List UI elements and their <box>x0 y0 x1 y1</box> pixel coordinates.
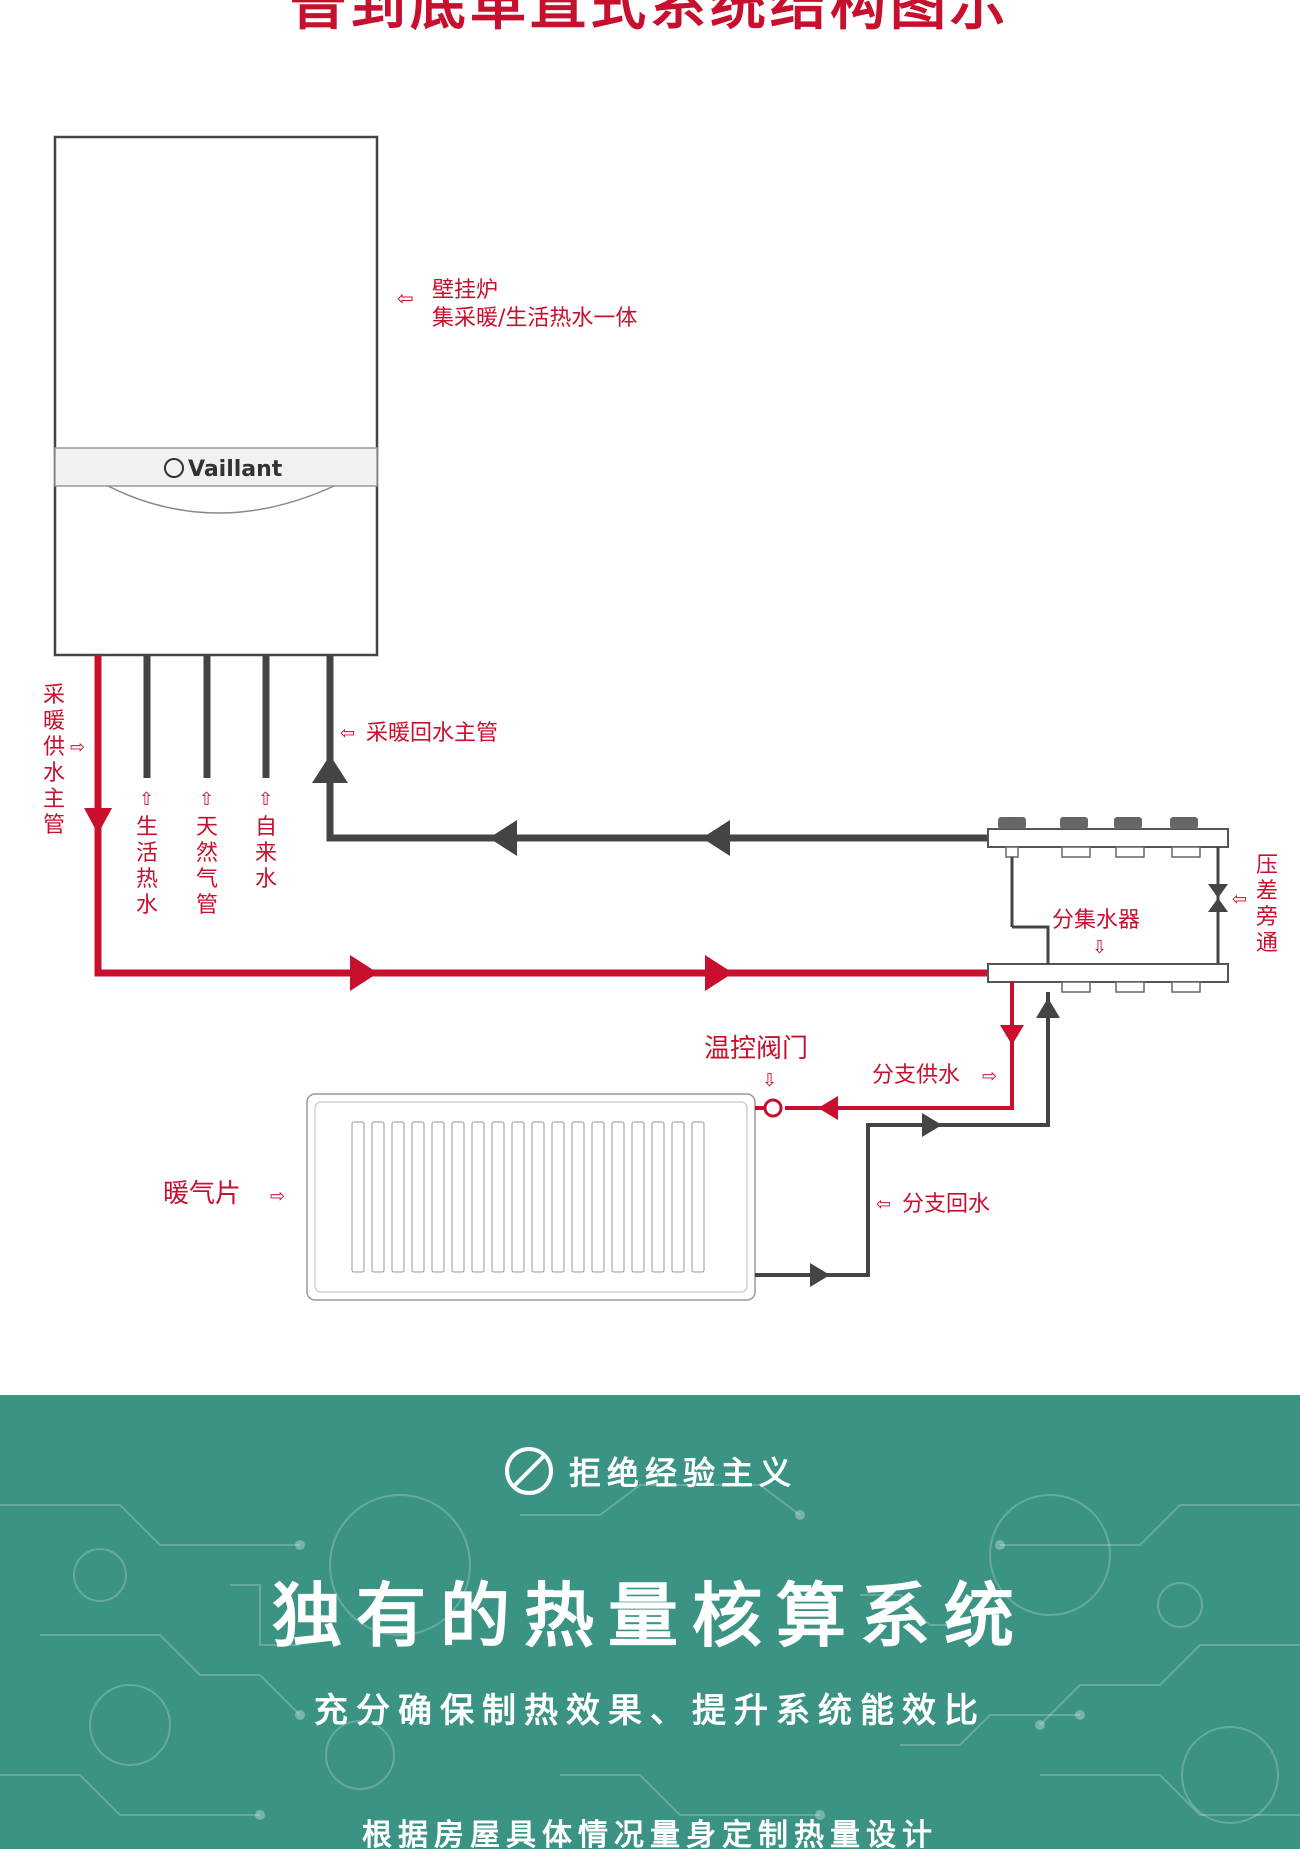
tagline-text: 拒绝经验主义 <box>568 1454 797 1492</box>
boiler-label-2: 集采暖/生活热水一体 <box>432 306 637 331</box>
branch-supply-pipe <box>785 982 1024 1120</box>
label-char: 热 <box>136 867 158 892</box>
bottomline: 根据房屋具体情况量身定制热量设计 <box>362 1818 938 1849</box>
flow-arrow-right-icon <box>705 955 733 991</box>
label-char: 来 <box>255 841 277 866</box>
arrow-left-icon: ⇦ <box>340 723 355 744</box>
arrow-right-icon: ⇨ <box>270 1186 285 1207</box>
label-char: 天 <box>196 815 218 840</box>
manifold-label: 分集水器 <box>1052 908 1140 933</box>
radiator-fin <box>491 1121 505 1273</box>
radiator-fin <box>591 1121 605 1273</box>
flow-arrow-up-icon <box>1036 998 1060 1018</box>
label-char: 气 <box>196 867 218 892</box>
label-char: 然 <box>196 841 218 866</box>
label-char: 水 <box>43 761 65 786</box>
arrow-right-icon: ⇨ <box>70 737 85 758</box>
radiator-fin <box>571 1121 585 1273</box>
manifold <box>987 817 1229 993</box>
flow-arrow-left-icon <box>702 820 730 856</box>
wall-boiler: Vaillant <box>53 135 379 657</box>
radiator-fin <box>451 1121 465 1273</box>
label-char: 管 <box>43 813 65 838</box>
label-char: 水 <box>136 893 158 918</box>
radiator-fin <box>651 1121 665 1273</box>
flow-arrow-down-icon <box>1000 1025 1024 1045</box>
label-char: 压 <box>1256 853 1278 878</box>
branch-return-pipe <box>756 992 1060 1287</box>
arrow-left-icon: ⇦ <box>397 286 414 310</box>
branch-return-label: 分支回水 <box>902 1192 990 1217</box>
page-title: 普到底革直式系统结构图示 <box>290 0 1010 38</box>
bypass-label: ⇦ 压 差 旁 通 <box>1232 853 1278 956</box>
flow-arrow-up-icon <box>312 755 348 783</box>
flow-arrow-right-icon <box>810 1263 830 1287</box>
return-main-pipe <box>312 655 988 856</box>
radiator-label: 暖气片 <box>163 1179 241 1209</box>
label-char: 水 <box>255 867 277 892</box>
label-char: 通 <box>1256 931 1278 956</box>
boiler-brand: Vaillant <box>188 457 283 482</box>
prohibit-icon <box>504 1447 553 1495</box>
vaillant-logo-icon <box>164 458 184 478</box>
radiator-fin <box>631 1121 645 1273</box>
branch-supply-label: 分支供水 <box>872 1063 960 1088</box>
radiator-fin <box>691 1121 705 1273</box>
thermo-valve-icon <box>763 1098 783 1118</box>
label-char: 生 <box>136 815 158 840</box>
circuit-background <box>0 1484 1300 1824</box>
radiator-fin <box>351 1121 365 1273</box>
natural-gas-label: ⇧ 天 然 气 管 <box>196 789 218 918</box>
supply-main-label: 采 暖 供 水 主 管 ⇨ <box>43 683 85 838</box>
radiator <box>306 1093 766 1301</box>
flow-arrow-right-icon <box>350 955 378 991</box>
tap-water-label: ⇧ 自 来 水 <box>255 789 277 892</box>
arrow-up-icon: ⇧ <box>258 789 273 810</box>
supply-main-pipe <box>84 655 988 991</box>
radiator-fin <box>551 1121 565 1273</box>
radiator-fin <box>511 1121 525 1273</box>
flow-arrow-right-icon <box>922 1113 942 1137</box>
bypass-valve-icon <box>1208 884 1228 898</box>
label-char: 供 <box>43 735 65 760</box>
label-char: 活 <box>136 841 158 866</box>
label-char: 管 <box>196 893 218 918</box>
thermo-valve-label: 温控阀门 <box>704 1034 808 1064</box>
radiator-fin <box>471 1121 485 1273</box>
radiator-fin <box>391 1121 405 1273</box>
flow-arrow-down-icon <box>84 808 112 834</box>
flow-arrow-left-icon <box>818 1096 838 1120</box>
boiler-label-1: 壁挂炉 <box>432 278 498 303</box>
system-structure-diagram: Vaillant ⇦ 壁挂炉 集采暖/生活热水一体 采 暖 供 水 主 管 ⇨ … <box>43 135 1278 1301</box>
radiator-fin <box>371 1121 385 1273</box>
label-char: 暖 <box>43 709 65 734</box>
radiator-fin <box>611 1121 625 1273</box>
arrow-up-icon: ⇧ <box>139 789 154 810</box>
radiator-fin <box>431 1121 445 1273</box>
label-char: 旁 <box>1256 905 1278 930</box>
label-char: 采 <box>43 683 65 708</box>
label-char: 自 <box>255 815 277 840</box>
arrow-down-icon: ⇩ <box>1092 937 1107 958</box>
promo-banner: 拒绝经验主义 独有的热量核算系统 充分确保制热效果、提升系统能效比 根据房屋具体… <box>0 1395 1300 1849</box>
radiator-fin <box>671 1121 685 1273</box>
return-main-label: 采暖回水主管 <box>366 721 498 746</box>
label-char: 差 <box>1256 879 1278 904</box>
headline: 独有的热量核算系统 <box>272 1575 1028 1657</box>
domestic-hot-water-label: ⇧ 生 活 热 水 <box>136 789 158 918</box>
radiator-fin <box>411 1121 425 1273</box>
flow-arrow-left-icon <box>489 820 517 856</box>
arrow-left-icon: ⇦ <box>1232 889 1247 910</box>
arrow-left-icon: ⇦ <box>876 1194 891 1215</box>
label-char: 主 <box>43 787 65 812</box>
arrow-right-icon: ⇨ <box>982 1066 997 1087</box>
arrow-down-icon: ⇩ <box>762 1070 777 1091</box>
radiator-fin <box>531 1121 545 1273</box>
tagline: 拒绝经验主义 <box>0 1445 1300 1497</box>
arrow-up-icon: ⇧ <box>199 789 214 810</box>
subline: 充分确保制热效果、提升系统能效比 <box>314 1691 986 1731</box>
